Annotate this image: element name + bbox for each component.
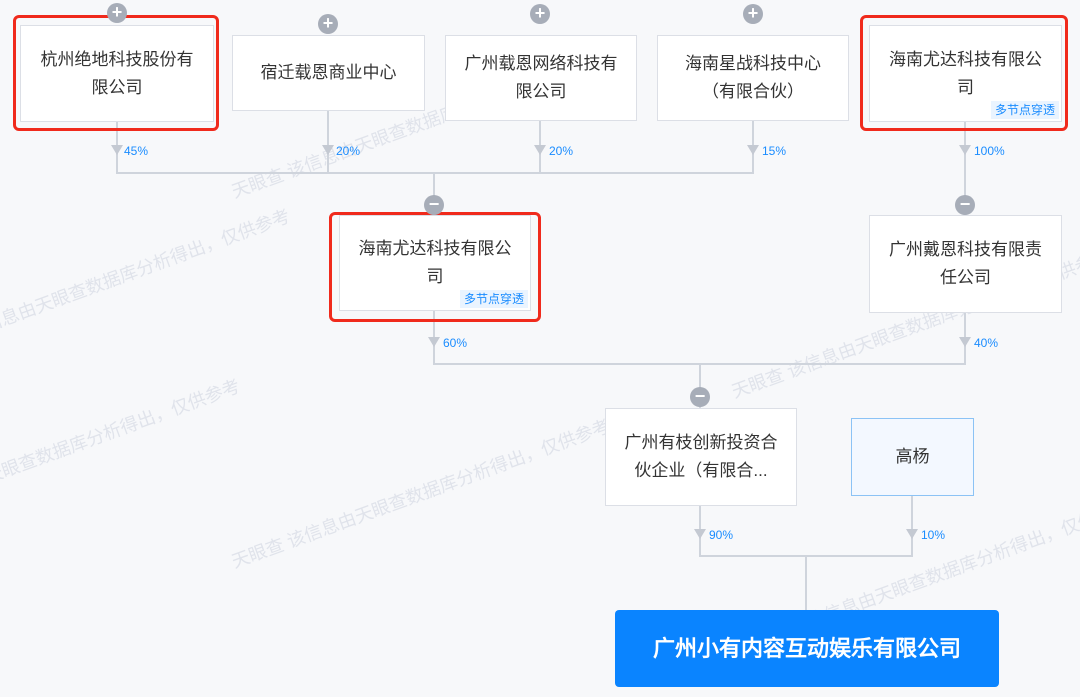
multi-node-tag[interactable]: 多节点穿透 <box>459 290 528 308</box>
ownership-pct: 90% <box>709 528 734 542</box>
collapse-icon[interactable]: − <box>424 195 444 215</box>
node-label: 海南星战科技中心（有限合伙） <box>685 54 821 101</box>
shareholder-node[interactable]: 广州载恩网络科技有限公司 <box>445 35 637 121</box>
node-label: 杭州绝地科技股份有限公司 <box>40 49 194 97</box>
shareholder-node[interactable]: 海南尤达科技有限公司多节点穿透 <box>339 215 531 311</box>
collapse-icon[interactable]: − <box>690 387 710 407</box>
ownership-pct: 20% <box>549 144 574 158</box>
node-label: 广州小有内容互动娱乐有限公司 <box>652 635 961 661</box>
node-label: 广州有枝创新投资合伙企业（有限合... <box>624 433 778 480</box>
shareholder-node[interactable]: 杭州绝地科技股份有限公司 <box>20 25 214 122</box>
shareholder-node[interactable]: 广州有枝创新投资合伙企业（有限合... <box>605 408 797 506</box>
highlight-outline <box>329 212 541 322</box>
ownership-pct: 100% <box>974 144 1005 158</box>
node-label: 海南尤达科技有限公司 <box>358 239 512 286</box>
highlight-outline <box>13 15 219 131</box>
shareholder-node[interactable]: 广州戴恩科技有限责任公司 <box>869 215 1062 313</box>
target-company-node[interactable]: 广州小有内容互动娱乐有限公司 <box>615 610 999 687</box>
highlight-outline <box>860 15 1068 131</box>
ownership-pct: 40% <box>974 336 999 350</box>
shareholder-node[interactable]: 海南尤达科技有限公司多节点穿透 <box>869 25 1062 122</box>
shareholder-node[interactable]: 海南星战科技中心（有限合伙） <box>657 35 849 121</box>
ownership-pct: 20% <box>336 144 361 158</box>
shareholder-node[interactable]: 宿迁载恩商业中心 <box>232 35 425 111</box>
multi-node-tag[interactable]: 多节点穿透 <box>990 101 1059 119</box>
node-label: 高杨 <box>895 447 930 466</box>
ownership-pct: 45% <box>124 144 149 158</box>
expand-icon[interactable]: + <box>530 4 550 24</box>
ownership-pct: 15% <box>762 144 787 158</box>
node-label: 广州载恩网络科技有限公司 <box>464 54 618 101</box>
node-label: 海南尤达科技有限公司 <box>889 49 1042 97</box>
watermark: 天眼查 该信息由天眼查数据库分析得出，仅供参考 <box>0 205 293 362</box>
expand-icon[interactable]: + <box>743 4 763 24</box>
watermark: 天眼查 该信息由天眼查数据库分析得出，仅供参考 <box>0 375 243 532</box>
collapse-icon[interactable]: − <box>955 195 975 215</box>
node-label: 广州戴恩科技有限责任公司 <box>889 240 1042 287</box>
node-label: 宿迁载恩商业中心 <box>260 63 397 82</box>
expand-icon[interactable]: + <box>107 3 127 23</box>
ownership-pct: 10% <box>921 528 946 542</box>
expand-icon[interactable]: + <box>318 14 338 34</box>
watermark: 天眼查 该信息由天眼查数据库分析得出，仅供参考 <box>229 415 613 572</box>
ownership-pct: 60% <box>443 336 468 350</box>
person-node[interactable]: 高杨 <box>851 418 974 496</box>
